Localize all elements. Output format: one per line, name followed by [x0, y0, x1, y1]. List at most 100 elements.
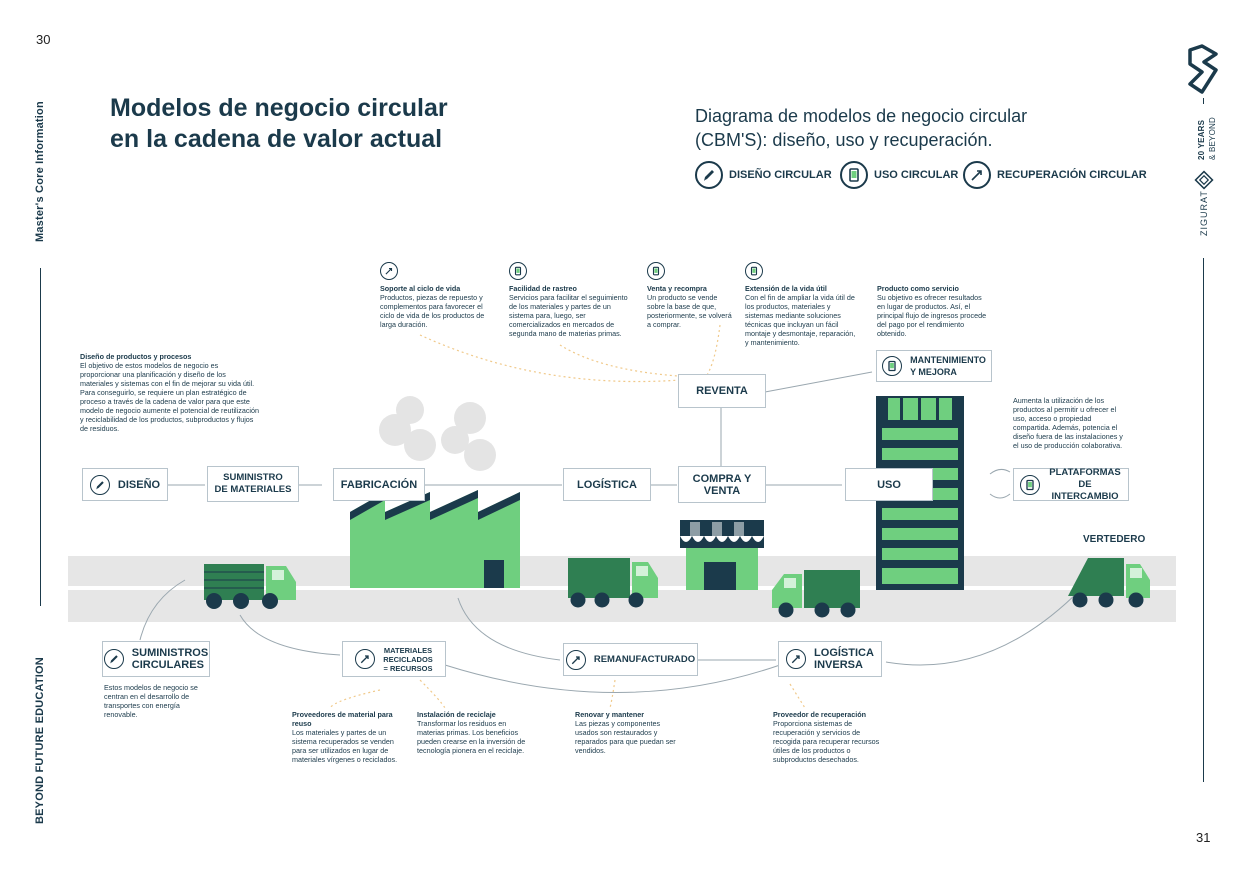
desc-title: Producto como servicio: [877, 284, 959, 293]
stage-label: PLATAFORMAS DE INTERCAMBIO: [1049, 466, 1121, 502]
desc-title: Renovar y mantener: [575, 710, 645, 719]
truck-reverse: [772, 570, 860, 618]
pencil-icon: [89, 474, 110, 495]
page-title: Modelos de negocio circular en la cadena…: [110, 93, 448, 155]
phone-icon: [1020, 474, 1040, 495]
page-number-left: 30: [36, 32, 51, 47]
stage-label: FABRICACIÓN: [340, 478, 418, 491]
flow-lines: [139, 371, 1081, 693]
phone-icon: [840, 161, 868, 189]
page-number-right: 31: [1196, 830, 1211, 845]
desc-renovar: Renovar y mantener Las piezas y componen…: [575, 710, 679, 755]
desc-title: Soporte al ciclo de vida: [380, 284, 461, 293]
desc-text: Estos modelos de negocio se centran en e…: [104, 683, 198, 719]
diagram-subtitle: Diagrama de modelos de negocio circular …: [695, 104, 1027, 152]
desc-text: Un producto se vende sobre la base de qu…: [647, 293, 732, 329]
arrow-icon: [355, 649, 376, 669]
zigurat-mark-icon: [1194, 170, 1214, 190]
stage-fabricacion: FABRICACIÓN: [333, 468, 425, 501]
desc-text: Transformar los residuos en materias pri…: [417, 719, 526, 755]
stage-label: SUMINISTROS CIRCULARES: [131, 647, 209, 671]
desc-rastreo: Facilidad de rastreo Servicios para faci…: [509, 262, 629, 338]
stage-label: MANTENIMIENTO Y MEJORA: [910, 355, 986, 377]
zigurat-logo-icon: [1188, 44, 1218, 94]
desc-title: Extensión de la vida útil: [745, 284, 827, 293]
desc-text: Servicios para facilitar el seguimiento …: [509, 293, 628, 338]
desc-title: Instalación de reciclaje: [417, 710, 496, 719]
truck-logistics: [568, 558, 658, 608]
desc-diseno-productos: Diseño de productos y procesos El objeti…: [80, 352, 260, 433]
legend-item-diseno: DISEÑO CIRCULAR: [695, 161, 832, 189]
shop: [680, 520, 764, 590]
stage-diseno: DISEÑO: [82, 468, 168, 501]
stage-label: COMPRA Y VENTA: [692, 472, 752, 497]
vertedero-label: VERTEDERO: [1083, 534, 1146, 545]
brand-line: [1203, 258, 1204, 782]
title-line1: Modelos de negocio circular: [110, 94, 448, 122]
desc-text: Los materiales y partes de un sistema re…: [292, 728, 398, 764]
stage-label: REVENTA: [696, 385, 748, 397]
phone-icon: [647, 262, 665, 280]
brand-divider: [1203, 98, 1204, 104]
legend-item-uso: USO CIRCULAR: [840, 161, 958, 189]
stage-label: MATERIALES RECICLADOS = RECURSOS: [383, 645, 433, 673]
desc-title: Proveedor de recuperación: [773, 710, 867, 719]
stage-materiales-reciclados: MATERIALES RECICLADOS = RECURSOS: [342, 641, 446, 677]
desc-text: Su objetivo es ofrecer resultados en lug…: [877, 293, 987, 338]
stage-uso: USO: [845, 468, 933, 501]
desc-title: Venta y recompra: [647, 284, 707, 293]
legend-label: DISEÑO CIRCULAR: [729, 169, 832, 181]
desc-text: Aumenta la utilización de los productos …: [1013, 396, 1123, 450]
desc-venta-recompra: Venta y recompra Un producto se vende so…: [647, 262, 733, 329]
desc-proveedor-recuperacion: Proveedor de recuperación Proporciona si…: [773, 710, 883, 764]
arrow-icon: [963, 161, 991, 189]
arrow-icon: [786, 649, 807, 669]
dotted-connectors: [329, 324, 806, 709]
desc-text: El objetivo de estos modelos de negocio …: [80, 361, 260, 433]
stage-mantenimiento: MANTENIMIENTO Y MEJORA: [876, 350, 992, 382]
arrow-icon: [565, 649, 586, 670]
stage-compra-venta: COMPRA Y VENTA: [678, 466, 766, 503]
phone-icon: [882, 356, 903, 376]
stage-remanufacturado: REMANUFACTURADO: [563, 643, 698, 676]
truck-landfill: [1068, 558, 1150, 608]
subtitle-line2: (CBM'S): diseño, uso y recuperación.: [695, 130, 993, 150]
desc-title: Diseño de productos y procesos: [80, 352, 192, 361]
stage-label: LOGÍSTICA: [577, 478, 637, 491]
stage-suministro: SUMINISTRO DE MATERIALES: [207, 466, 299, 502]
stage-label: REMANUFACTURADO: [593, 653, 696, 665]
phone-icon: [745, 262, 763, 280]
arrow-icon: [380, 262, 398, 280]
desc-suministros-circulares: Estos modelos de negocio se centran en e…: [104, 683, 208, 719]
desc-title: Facilidad de rastreo: [509, 284, 577, 293]
stage-label: LOGÍSTICA INVERSA: [814, 647, 874, 671]
stage-suministros-circulares: SUMINISTROS CIRCULARES: [102, 641, 210, 677]
desc-proveedores: Proveedores de material para reuso Los m…: [292, 710, 404, 764]
pencil-icon: [103, 649, 124, 669]
title-line2: en la cadena de valor actual: [110, 125, 443, 153]
stage-plataformas: PLATAFORMAS DE INTERCAMBIO: [1013, 466, 1129, 502]
stage-label: DISEÑO: [117, 478, 161, 491]
legend-label: USO CIRCULAR: [874, 169, 959, 181]
desc-producto-servicio: Producto como servicio Su objetivo es of…: [877, 284, 989, 338]
pencil-icon: [695, 161, 723, 189]
stage-logistica: LOGÍSTICA: [563, 468, 651, 501]
desc-text: Productos, piezas de repuesto y compleme…: [380, 293, 485, 329]
stage-label: USO: [877, 478, 901, 491]
desc-text: Las piezas y componentes usados son rest…: [575, 719, 676, 755]
phone-icon: [509, 262, 527, 280]
legend-label: RECUPERACIÓN CIRCULAR: [997, 169, 1147, 181]
desc-plataformas: Aumenta la utilización de los productos …: [1013, 396, 1125, 450]
stage-reventa: REVENTA: [678, 374, 766, 408]
stage-logistica-inversa: LOGÍSTICA INVERSA: [778, 641, 882, 677]
side-divider: [40, 268, 41, 606]
desc-title: Proveedores de material para reuso: [292, 710, 393, 728]
desc-soporte: Soporte al ciclo de vida Productos, piez…: [380, 262, 498, 329]
truck-materials: [204, 564, 296, 609]
desc-text: Proporciona sistemas de recuperación y s…: [773, 719, 880, 764]
stage-label: SUMINISTRO DE MATERIALES: [214, 472, 292, 495]
factory: [350, 396, 520, 588]
desc-instalacion: Instalación de reciclaje Transformar los…: [417, 710, 535, 755]
desc-text: Con el fin de ampliar la vida útil de lo…: [745, 293, 856, 347]
